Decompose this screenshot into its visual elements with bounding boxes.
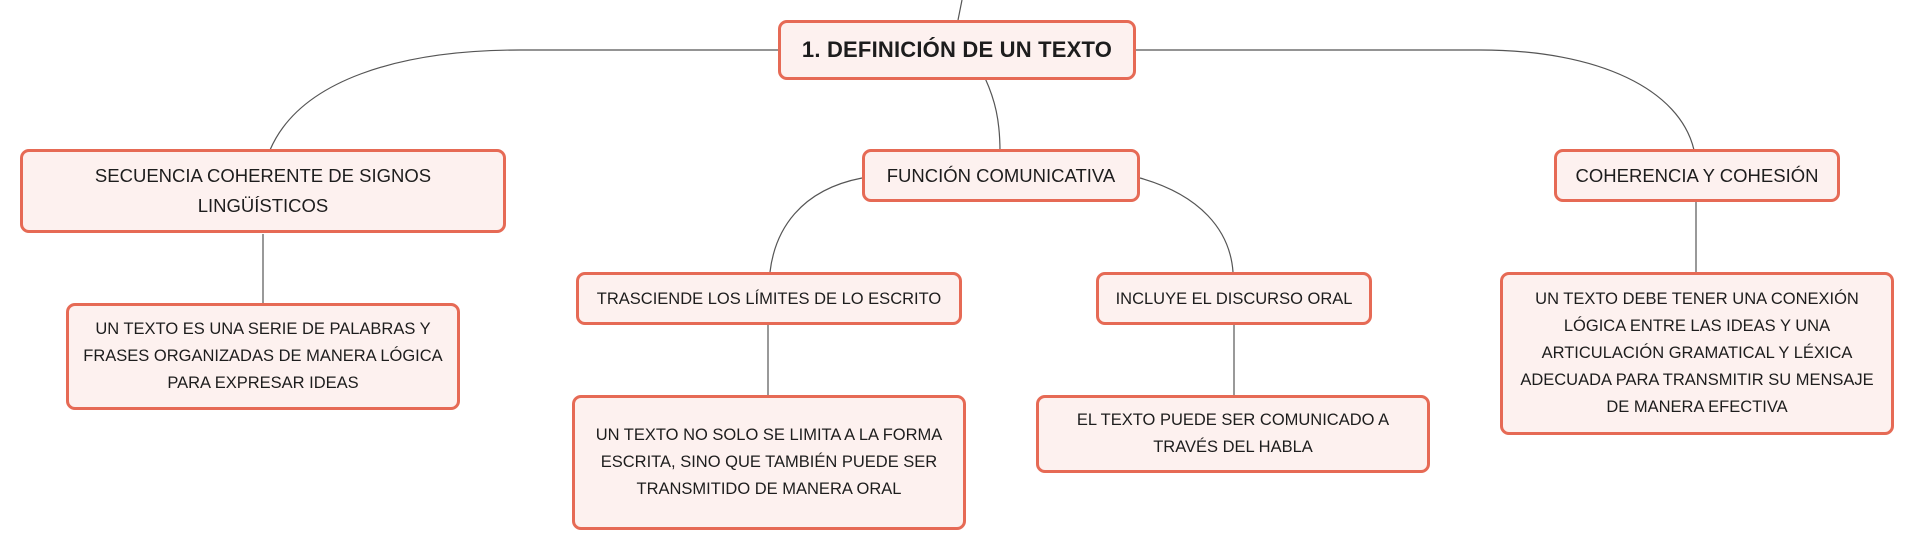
branch-node-coherencia[interactable]: COHERENCIA Y COHESIÓN [1554,149,1840,202]
sub-node-trasciende[interactable]: TRASCIENDE LOS LÍMITES DE LO ESCRITO [576,272,962,325]
connector-root-to-secuencia [269,49,778,151]
leaf-node-trasciende-detail[interactable]: UN TEXTO NO SOLO SE LIMITA A LA FORMA ES… [572,395,966,530]
sub-node-label: INCLUYE EL DISCURSO ORAL [1115,289,1353,308]
leaf-node-label: UN TEXTO NO SOLO SE LIMITA A LA FORMA ES… [595,426,943,498]
connector-funcion-to-trasciende [769,177,863,273]
connector-root-to-coherencia [1136,49,1695,151]
branch-node-secuencia[interactable]: SECUENCIA COHERENTE DE SIGNOS LINGÜÍSTIC… [20,149,506,233]
leaf-node-label: UN TEXTO DEBE TENER UNA CONEXIÓN LÓGICA … [1520,290,1874,416]
leaf-node-coherencia-detail[interactable]: UN TEXTO DEBE TENER UNA CONEXIÓN LÓGICA … [1500,272,1894,435]
leaf-node-secuencia-detail[interactable]: UN TEXTO ES UNA SERIE DE PALABRAS Y FRAS… [66,303,460,410]
sub-node-incluye[interactable]: INCLUYE EL DISCURSO ORAL [1096,272,1372,325]
root-node[interactable]: 1. DEFINICIÓN DE UN TEXTO [778,20,1136,80]
leaf-node-incluye-detail[interactable]: EL TEXTO PUEDE SER COMUNICADO A TRAVÉS D… [1036,395,1430,473]
connector-root-to-funcion [984,77,1001,153]
leaf-node-label: EL TEXTO PUEDE SER COMUNICADO A TRAVÉS D… [1076,411,1390,456]
branch-node-label: FUNCIÓN COMUNICATIVA [886,164,1116,186]
branch-node-funcion[interactable]: FUNCIÓN COMUNICATIVA [862,149,1140,202]
branch-node-label: SECUENCIA COHERENTE DE SIGNOS LINGÜÍSTIC… [94,165,432,216]
root-node-label: 1. DEFINICIÓN DE UN TEXTO [801,37,1113,62]
connector-root-parent [957,0,963,21]
connector-funcion-to-incluye [1139,177,1234,273]
sub-node-label: TRASCIENDE LOS LÍMITES DE LO ESCRITO [596,289,942,308]
branch-node-label: COHERENCIA Y COHESIÓN [1575,164,1819,186]
leaf-node-label: UN TEXTO ES UNA SERIE DE PALABRAS Y FRAS… [83,320,443,392]
